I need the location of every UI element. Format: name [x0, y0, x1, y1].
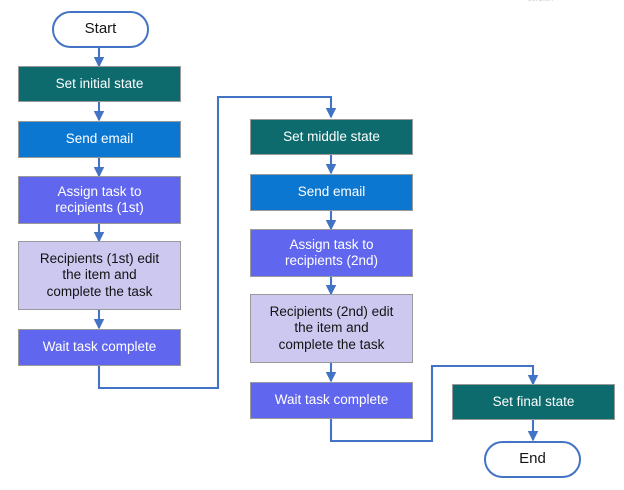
node-send-email-1[interactable]: Send email [18, 121, 181, 158]
node-assign-task-recipients-2[interactable]: Assign task to recipients (2nd) [250, 229, 413, 277]
node-recipients-edit-1[interactable]: Recipients (1st) edit the item and compl… [18, 241, 181, 310]
node-set-final-state[interactable]: Set final state [452, 384, 615, 420]
node-end-label: End [519, 450, 546, 468]
node-set-initial-state[interactable]: Set initial state [18, 66, 181, 102]
edge-wait-task-1-to-set-middle-state [97, 95, 337, 390]
node-assign-task-recipients-2-label: Assign task to recipients (2nd) [284, 236, 379, 268]
node-end[interactable]: End [484, 441, 581, 478]
node-start[interactable]: Start [52, 11, 149, 48]
node-set-middle-state-label: Set middle state [283, 128, 380, 144]
node-start-label: Start [84, 20, 117, 38]
node-wait-task-complete-2[interactable]: Wait task complete [250, 382, 413, 419]
node-wait-task-complete-1-label: Wait task complete [42, 339, 157, 355]
node-wait-task-complete-2-label: Wait task complete [274, 392, 389, 408]
node-send-email-2-label: Send email [297, 184, 366, 200]
node-set-middle-state[interactable]: Set middle state [250, 119, 413, 155]
node-send-email-1-label: Send email [65, 131, 134, 147]
node-recipients-edit-2[interactable]: Recipients (2nd) edit the item and compl… [250, 294, 413, 363]
corner-note-text: scratch [528, 0, 553, 3]
node-recipients-edit-2-label: Recipients (2nd) edit the item and compl… [269, 303, 394, 352]
edge-wait-task-2-to-set-final-state [329, 364, 539, 443]
node-send-email-2[interactable]: Send email [250, 174, 413, 211]
node-set-final-state-label: Set final state [492, 393, 575, 409]
node-assign-task-recipients-1[interactable]: Assign task to recipients (1st) [18, 176, 181, 224]
node-recipients-edit-1-label: Recipients (1st) edit the item and compl… [39, 250, 160, 299]
node-assign-task-recipients-1-label: Assign task to recipients (1st) [55, 183, 144, 215]
node-wait-task-complete-1[interactable]: Wait task complete [18, 329, 181, 366]
node-set-initial-state-label: Set initial state [55, 75, 144, 91]
